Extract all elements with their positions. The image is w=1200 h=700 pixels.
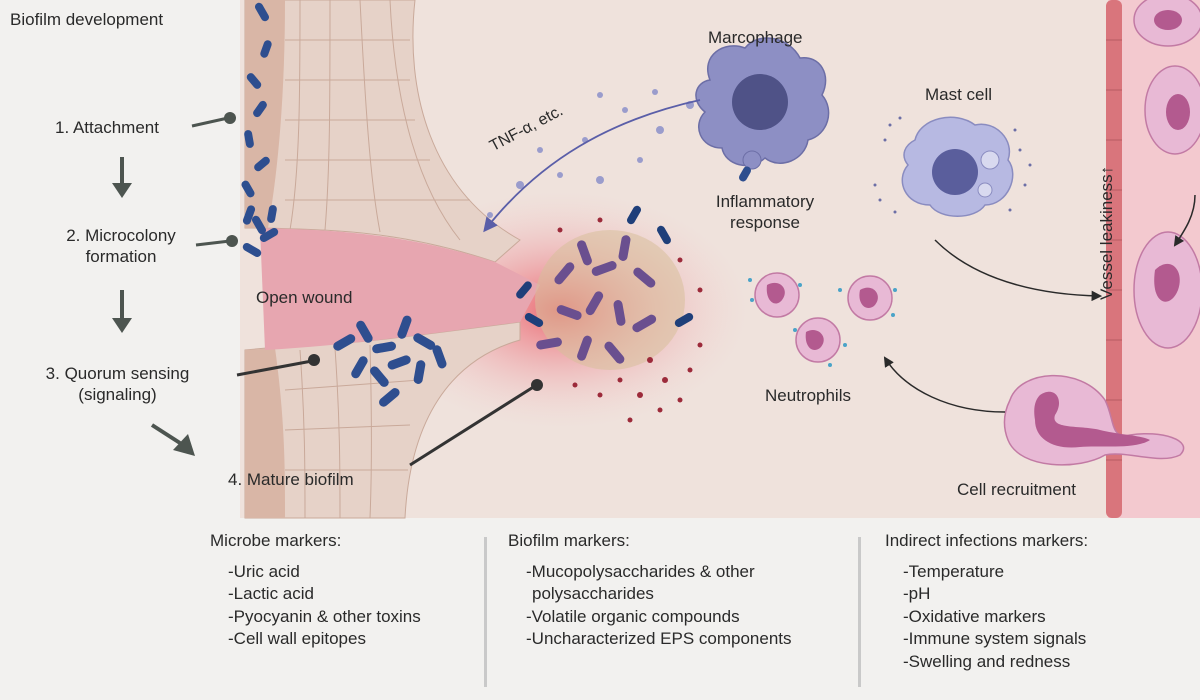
stage-2-line-1: 2. Microcolony <box>66 226 176 245</box>
stage-pointers <box>191 112 543 467</box>
macrophage-label: Marcophage <box>708 28 803 47</box>
vessel-leakiness-label: Vessel leakiness↑ <box>1097 165 1116 300</box>
stage-2-label: 2. Microcolony formation <box>50 225 192 267</box>
skin-upper-outer <box>245 0 285 228</box>
indirect-marker-item: -Temperature <box>903 561 1005 581</box>
divider-2 <box>858 537 861 687</box>
stage-1-label: 1. Attachment <box>55 118 159 137</box>
inflammatory-label: Inflammatory response <box>700 191 830 233</box>
skin-lower-outer <box>245 348 285 518</box>
mast-cell-label: Mast cell <box>925 85 993 104</box>
indirect-markers-panel: Indirect infections markers: -Temperatur… <box>885 530 1088 700</box>
neutrophil-3 <box>847 275 893 321</box>
stage-arrows <box>112 157 195 456</box>
neutrophils-label: Neutrophils <box>765 386 851 405</box>
stage-2-line-2: formation <box>85 247 157 266</box>
stages-title: Biofilm development <box>10 10 164 29</box>
indirect-marker-item: -Swelling and redness <box>903 651 1071 671</box>
biofilm-marker-item: -Volatile organic compounds <box>526 606 740 626</box>
indirect-markers-title: Indirect infections markers: <box>885 531 1089 550</box>
stage-3-line-2: (signaling) <box>78 385 157 404</box>
stage-3-label: 3. Quorum sensing (signaling) <box>30 363 205 405</box>
biofilm-markers-title: Biofilm markers: <box>508 531 630 550</box>
skin-upper <box>244 0 521 263</box>
indirect-marker-item: -pH <box>903 584 931 603</box>
vessel-endothelium <box>1106 39 1122 461</box>
quorum-bacteria <box>333 315 447 407</box>
recruited-cell <box>1003 374 1185 466</box>
neutrophil-particles <box>748 278 897 367</box>
microbe-marker-item: -Pyocyanin & other toxins <box>228 606 421 626</box>
mature-biofilm <box>516 205 703 423</box>
stage-4-label: 4. Mature biofilm <box>228 470 354 489</box>
mast-cell <box>873 116 1032 217</box>
neutrophil-2 <box>795 317 841 363</box>
microbe-markers-panel: Microbe markers: -Uric acid -Lactic acid… <box>210 530 421 700</box>
mast-to-vessel-arrow <box>934 239 1103 302</box>
inflammatory-line-1: Inflammatory <box>715 192 815 211</box>
divider-1 <box>484 537 487 687</box>
cytokine-particles <box>487 89 694 218</box>
vessel-cell-nuclei <box>1154 10 1190 302</box>
epithelial-cells-lower <box>284 344 421 519</box>
microbe-marker-item: -Cell wall epitopes <box>228 629 366 648</box>
biofilm-markers-panel: Biofilm markers: -Mucopolysaccharides & … <box>508 530 792 700</box>
microcolony-bacteria <box>242 205 279 257</box>
attachment-bacteria <box>241 2 272 198</box>
cell-recruitment-label: Cell recruitment <box>957 480 1077 499</box>
stage-3-line-1: 3. Quorum sensing <box>45 364 190 383</box>
tnf-arrow <box>483 99 701 233</box>
open-wound <box>260 228 540 350</box>
inflammatory-line-2: response <box>730 213 800 232</box>
biofilm-scene <box>112 0 1200 519</box>
indirect-marker-item: -Immune system signals <box>903 629 1087 648</box>
epithelial-cells-upper <box>285 0 470 241</box>
recruitment-arrow <box>883 356 1006 413</box>
biofilm-marker-item: -Uncharacterized EPS components <box>526 629 792 648</box>
vessel-wall <box>1106 0 1122 518</box>
microbe-markers-title: Microbe markers: <box>210 531 342 550</box>
microbe-marker-item: -Lactic acid <box>228 584 314 603</box>
indirect-marker-item: -Oxidative markers <box>903 606 1046 626</box>
open-wound-label: Open wound <box>256 288 353 307</box>
vessel-flow-arrow <box>1173 194 1196 247</box>
microbe-marker-item: -Uric acid <box>228 561 300 581</box>
macrophage <box>695 37 830 182</box>
neutrophil-1 <box>754 272 800 318</box>
biofilm-marker-item: -Mucopolysaccharides & other <box>526 561 755 581</box>
biofilm-marker-item: polysaccharides <box>532 584 654 603</box>
